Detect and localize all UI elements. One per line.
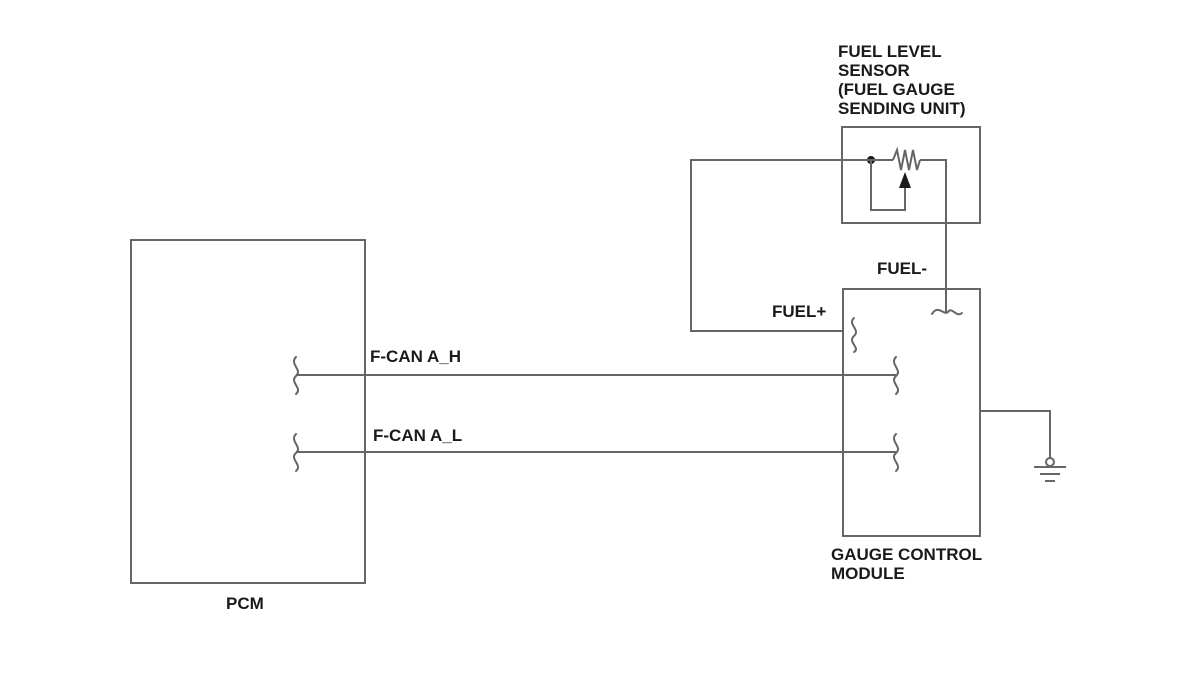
fuel-minus-wire [942,159,947,312]
wiper-arrow [899,172,911,188]
gcm-label-line-1: GAUGE CONTROL [831,545,983,564]
sensor-label-line-2: SENSOR [838,61,910,80]
can-high-label: F-CAN A_H [370,347,461,366]
pcm-can-low-connector [293,433,299,472]
pcm-label: PCM [226,594,264,613]
gcm-can-high-connector [893,356,899,395]
gauge-control-module-box [842,288,981,537]
pcm-can-high-connector [293,356,299,395]
gcm-can-low-connector [893,433,899,472]
variable-resistor-symbol [867,146,942,211]
gcm-label-line-2: MODULE [831,564,905,583]
fuel-minus-connector [931,309,963,316]
gauge-control-module-label: GAUGE CONTROL MODULE [831,545,982,583]
fuel-plus-wire [690,159,871,332]
fuel-plus-label: FUEL+ [772,302,827,321]
sensor-label-line-4: SENDING UNIT) [838,99,966,118]
sensor-label-line-3: (FUEL GAUGE [838,80,955,99]
fuel-level-sensor-box [841,126,981,224]
pcm-box [130,239,366,584]
sensor-label-line-1: FUEL LEVEL [838,42,942,61]
fuel-plus-connector [851,317,857,353]
ground-wire [980,410,1051,458]
fuel-minus-label: FUEL- [877,259,928,278]
fuel-level-sensor-label: FUEL LEVEL SENSOR (FUEL GAUGE SENDING UN… [838,42,966,118]
can-low-label: F-CAN A_L [373,426,463,445]
ground-icon [1034,457,1066,482]
